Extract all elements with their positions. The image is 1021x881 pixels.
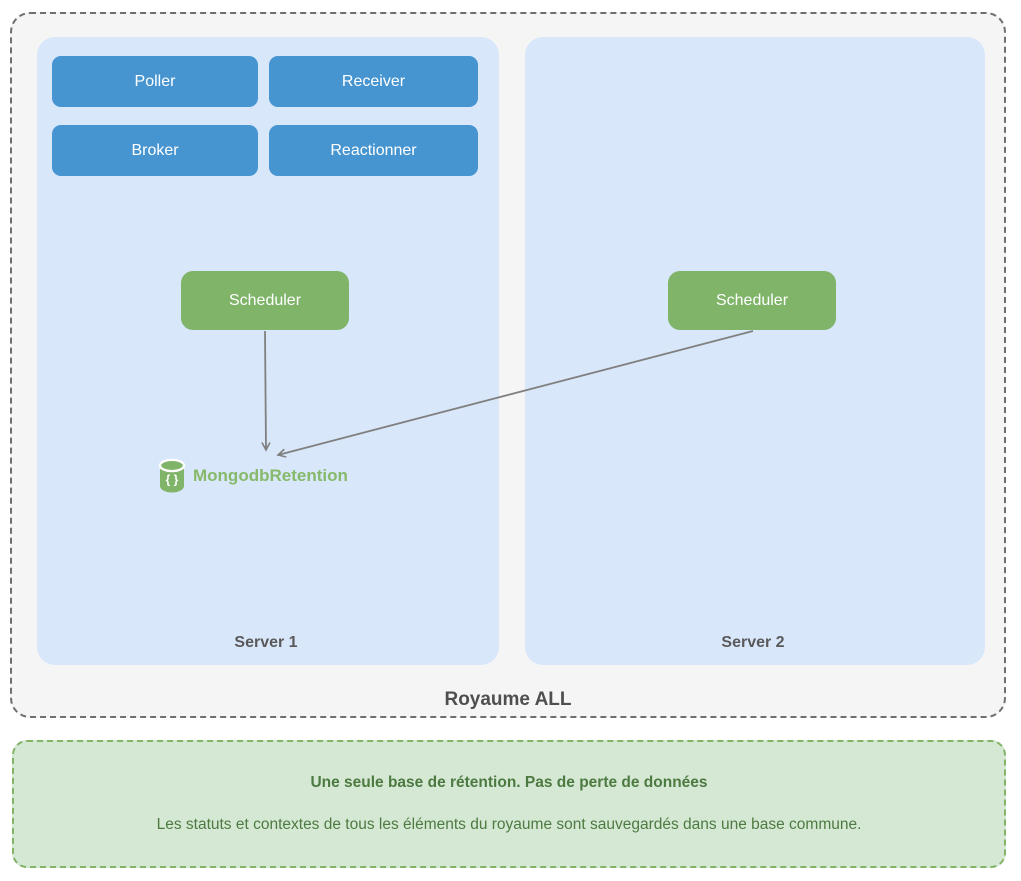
node-broker-label: Broker [131,141,179,159]
node-receiver: Receiver [269,56,478,107]
note-title: Une seule base de rétention. Pas de pert… [310,774,708,791]
royaume-label: Royaume ALL [444,689,572,710]
node-poller: Poller [52,56,258,107]
node-reactionner: Reactionner [269,125,478,176]
note-body: Les statuts et contextes de tous les élé… [156,816,862,833]
node-scheduler-server1: Scheduler [181,271,349,330]
braces-glyph: { } [166,473,179,487]
retention-note: Une seule base de rétention. Pas de pert… [12,740,1006,868]
mongodb-database-icon: { } [158,458,186,493]
node-reactionner-label: Reactionner [330,141,417,159]
server2-label: Server 2 [721,634,785,651]
node-scheduler2-label: Scheduler [715,291,789,309]
server1-label: Server 1 [234,634,298,651]
mongodb-retention-label: MongodbRetention [193,466,348,485]
royaume-container [10,12,1006,718]
node-receiver-label: Receiver [341,72,406,90]
server2-panel [525,37,985,665]
node-scheduler-server2: Scheduler [668,271,836,330]
node-broker: Broker [52,125,258,176]
node-poller-label: Poller [134,72,176,90]
node-mongodb-retention: { } MongodbRetention [158,458,348,494]
node-scheduler1-label: Scheduler [228,291,302,309]
